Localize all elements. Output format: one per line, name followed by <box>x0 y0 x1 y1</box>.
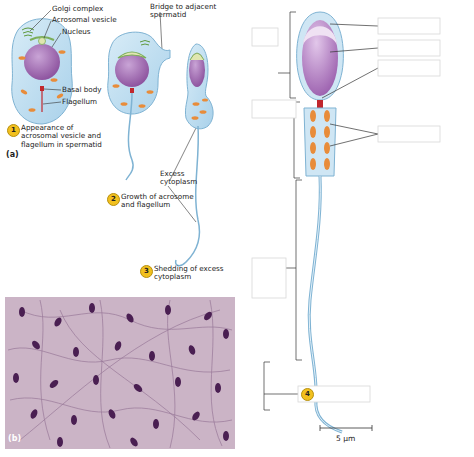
callout-number: 1 <box>7 124 20 137</box>
leader-lines <box>30 10 204 222</box>
part-label: Excess cytoplasm <box>160 170 208 187</box>
panel-letter: (a) <box>6 150 19 159</box>
brackets <box>264 12 378 410</box>
part-label: Nucleus <box>62 28 112 36</box>
part-label: Acrosomal vesicle <box>52 16 122 24</box>
scale-bar <box>320 425 372 431</box>
part-label: Flagellum <box>62 98 112 106</box>
spermatid-2 <box>108 32 170 180</box>
part-label: Golgi complex <box>52 5 122 13</box>
part-label: Bridge to adjacent spermatid <box>150 3 220 20</box>
callout-number: 3 <box>140 265 153 278</box>
spermatozoon <box>297 12 344 432</box>
part-label: Basal body <box>62 86 112 94</box>
step-text: Appearance of acrosomal vesicle and flag… <box>21 124 109 149</box>
spermatid-3 <box>176 44 213 266</box>
panel-letter: (b) <box>8 434 21 443</box>
micrograph <box>5 297 235 449</box>
callout-number: 4 <box>301 388 314 401</box>
step-text: Shedding of excess cytoplasm <box>154 265 226 282</box>
scale-label: 5 µm <box>336 434 376 443</box>
callout-number: 2 <box>107 193 120 206</box>
step-text: Growth of acrosome and flagellum <box>121 193 197 210</box>
blank-label-boxes <box>252 18 440 402</box>
